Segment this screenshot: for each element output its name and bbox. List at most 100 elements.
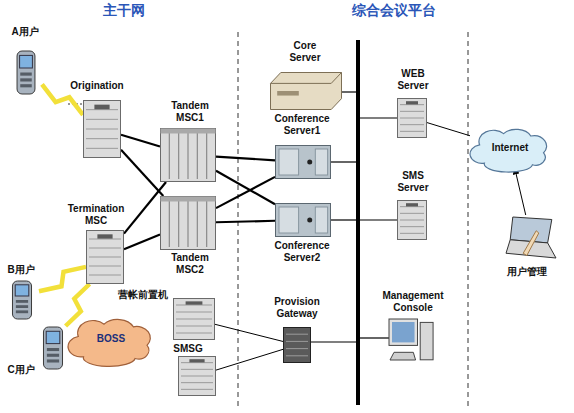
- server-slot: [89, 248, 121, 249]
- server-slot: [400, 111, 424, 112]
- monitor: [389, 319, 418, 345]
- server-slot: [181, 376, 213, 377]
- bus-stub: [358, 219, 397, 220]
- network-tower: SMS Server: [388, 170, 438, 240]
- device-icon: [173, 298, 215, 340]
- network-conf: Conference Server2: [258, 203, 346, 266]
- server-slot: [400, 124, 424, 125]
- network-link: [215, 324, 283, 341]
- server-slot: [86, 109, 118, 110]
- network-laptop: 用户管理: [494, 215, 560, 280]
- server-slot: [400, 220, 424, 221]
- network-flat: Core Server: [270, 40, 342, 110]
- server-slot: [400, 131, 424, 132]
- phone-keys: [16, 310, 28, 313]
- gateway-slot: [286, 355, 308, 356]
- zone-title: 综合会议平台: [352, 2, 436, 20]
- device-icon: [270, 72, 342, 110]
- bus-stub: [358, 117, 397, 118]
- device-icon: [275, 145, 331, 179]
- network-cloudBoss: BOSS: [68, 318, 154, 362]
- device-icon: [86, 230, 124, 284]
- rack-divider: [197, 199, 198, 247]
- zone-divider: [238, 32, 239, 410]
- network-link: [124, 234, 160, 249]
- rack-top: [161, 197, 216, 202]
- phone-body: [43, 327, 62, 369]
- node-label: Tandem MSC2: [163, 252, 217, 276]
- server-case: [161, 197, 216, 250]
- rack-divider: [197, 131, 198, 179]
- device-icon: [388, 318, 434, 362]
- node-label: BOSS: [72, 333, 150, 345]
- server-drive: [406, 101, 418, 104]
- network-phone: A用户: [2, 26, 48, 95]
- server-drive: [97, 234, 112, 238]
- server-case: [179, 357, 216, 396]
- server-led: [307, 160, 312, 165]
- server-slot: [86, 138, 118, 139]
- network-phone: B用户: [0, 264, 42, 320]
- node-label: SMSG: [166, 343, 210, 355]
- server-drive: [186, 301, 203, 304]
- bus-stub: [342, 91, 358, 92]
- server-edge: [331, 73, 341, 84]
- server-drive: [277, 91, 299, 96]
- server-slot: [400, 226, 424, 227]
- network-rack: Tandem MSC1: [160, 100, 217, 182]
- bus-stub: [331, 219, 358, 220]
- phone-keys: [20, 78, 32, 81]
- server-slot: [181, 382, 213, 383]
- hand: [523, 231, 539, 256]
- bus-stub: [311, 341, 358, 342]
- device-icon: [275, 203, 331, 237]
- phone-body: [17, 51, 35, 94]
- device-icon: [83, 100, 121, 158]
- device-icon: [36, 326, 70, 370]
- node-label: B用户: [0, 264, 42, 276]
- network-link: [216, 177, 275, 208]
- network-tower: WEB Server: [388, 68, 438, 138]
- monitor-screen: [392, 322, 415, 342]
- server-panel: [315, 149, 327, 175]
- network-tower: SMSG: [166, 343, 216, 396]
- node-label: Internet: [470, 142, 550, 154]
- server-slot: [400, 233, 424, 234]
- network-conf: Conference Server1: [258, 113, 346, 179]
- server-case: [398, 99, 427, 138]
- network-pc: Management Console: [368, 290, 458, 362]
- server-case: [271, 73, 342, 110]
- network-tower: 营帐前置机: [110, 289, 215, 340]
- rack-divider: [169, 131, 170, 179]
- server-case: [161, 129, 216, 182]
- zone-divider: [468, 32, 469, 410]
- device-icon: [505, 215, 557, 260]
- node-label: Provision Gateway: [265, 296, 329, 320]
- device-icon: [397, 98, 427, 138]
- phone-keys: [47, 354, 59, 357]
- server-slot: [86, 129, 118, 130]
- node-label: Core Server: [278, 40, 332, 64]
- server-panel: [315, 207, 327, 233]
- network-link: [216, 157, 275, 161]
- network-tower: Termination MSC: [58, 203, 134, 284]
- rack-divider: [178, 131, 179, 179]
- phone-keys: [47, 348, 59, 351]
- server-drive: [189, 359, 204, 362]
- network-phone: C用户: [0, 326, 70, 378]
- zone-title: 主干网: [103, 2, 145, 20]
- cloud-shape: [68, 319, 150, 366]
- bus-stub: [331, 161, 358, 162]
- server-slot: [86, 119, 118, 120]
- device-icon: [160, 128, 216, 182]
- server-slot: [181, 389, 213, 390]
- phone-screen: [46, 331, 60, 343]
- bus-stub: [358, 337, 390, 338]
- network-link: [216, 221, 275, 223]
- node-label: WEB Server: [388, 68, 438, 92]
- rack-divider: [169, 199, 170, 247]
- network-cloudNet: Internet: [470, 128, 550, 168]
- phone-screen: [15, 285, 29, 296]
- network-tower: Origination: [60, 80, 134, 158]
